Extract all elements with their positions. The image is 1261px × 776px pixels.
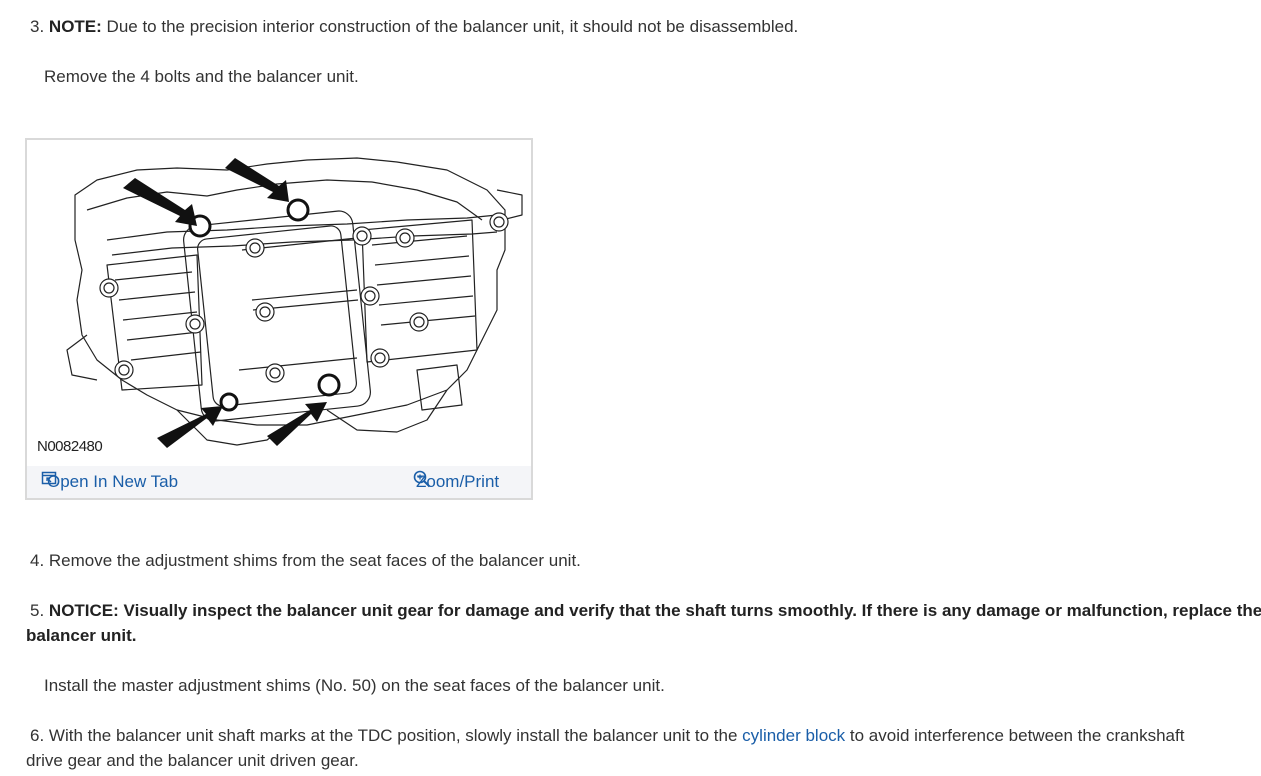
step-6-line-1: 6. With the balancer unit shaft marks at… (30, 723, 1184, 748)
step-5-notice-label: NOTICE: (48, 601, 119, 620)
step-6-line-2: drive gear and the balancer unit driven … (26, 751, 359, 770)
step-3-action: Remove the 4 bolts and the balancer unit… (44, 67, 359, 86)
open-in-new-tab-label: Open In New Tab (47, 472, 179, 491)
step-3-note-text: Due to the precision interior constructi… (106, 17, 799, 36)
figure-toolbar: Open In New Tab Zoom/Print (27, 466, 531, 498)
step-4: 4. Remove the adjustment shims from the … (30, 551, 581, 570)
step-5-notice-line-2: balancer unit. (26, 623, 137, 648)
step-6-text-continued: to avoid interference between the cranks… (849, 726, 1185, 745)
step-5-action: Install the master adjustment shims (No.… (44, 676, 665, 695)
zoom-print-label: Zoom/Print (416, 472, 500, 491)
step-3-number: 3. (30, 17, 45, 36)
zoom-print-button[interactable]: Zoom/Print (413, 470, 499, 494)
step-5-notice-line-1: 5. NOTICE: Visually inspect the balancer… (30, 598, 1261, 623)
cylinder-block-link[interactable]: cylinder block (742, 726, 846, 745)
step-5-notice-text-end: balancer unit. (26, 626, 137, 645)
figure-id-label: N0082480 (37, 438, 103, 455)
step-3-note: 3. NOTE: Due to the precision interior c… (30, 14, 798, 39)
step-6-text: 6. With the balancer unit shaft marks at… (30, 726, 738, 745)
open-in-new-tab-button[interactable]: Open In New Tab (41, 470, 178, 494)
step-3-note-label: NOTE: (48, 17, 102, 36)
step-5-number: 5. (30, 601, 45, 620)
figure-balancer-unit: N0082480 Open In New Tab (25, 138, 533, 500)
balancer-unit-diagram (66, 157, 523, 448)
step-5-notice-text: Visually inspect the balancer unit gear … (123, 601, 1261, 620)
